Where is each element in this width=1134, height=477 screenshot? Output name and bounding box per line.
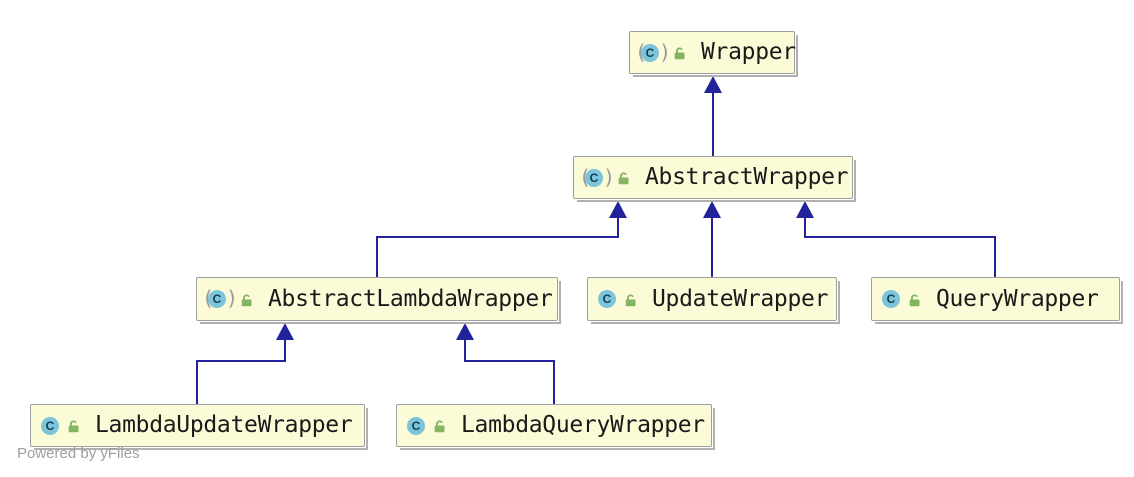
class-icon: ( C ): [36, 416, 59, 435]
class-icon: ( C ): [202, 286, 239, 310]
abstract-paren-left-icon: (: [202, 288, 214, 308]
class-icon: ( C ): [402, 416, 425, 435]
inheritance-arrowhead-icon: [703, 201, 721, 218]
class-name-label: AbstractWrapper: [645, 164, 849, 190]
class-icon: ( C ): [635, 39, 672, 64]
public-lock-icon: [616, 171, 631, 186]
abstract-paren-left-icon: (: [579, 167, 591, 187]
class-name-label: LambdaQueryWrapper: [461, 412, 705, 438]
inheritance-edge-LambdaUpdateWrapper-to-AbstractLambdaWrapper[interactable]: [196, 338, 286, 404]
yfiles-watermark: Powered by yFiles: [17, 445, 140, 462]
public-lock-icon: [239, 293, 254, 308]
inheritance-arrowhead-icon: [276, 323, 294, 340]
class-name-label: AbstractLambdaWrapper: [268, 285, 553, 312]
abstract-paren-right-icon: ): [226, 286, 239, 310]
class-node-Wrapper[interactable]: ( C ) Wrapper: [629, 31, 798, 77]
class-c-icon: C: [882, 290, 900, 308]
class-c-icon: C: [407, 416, 425, 435]
inheritance-edge-QueryWrapper-to-AbstractWrapper[interactable]: [804, 216, 996, 277]
class-node-UpdateWrapper[interactable]: ( C ) UpdateWrapper: [587, 277, 840, 324]
abstract-paren-right-icon: ): [603, 164, 616, 189]
class-c-icon: C: [598, 290, 616, 308]
class-name-label: UpdateWrapper: [652, 285, 829, 312]
class-icon: ( C ): [593, 290, 616, 308]
public-lock-icon: [623, 293, 638, 308]
inheritance-arrowhead-icon: [609, 201, 627, 218]
public-lock-icon: [432, 419, 447, 434]
class-node-QueryWrapper[interactable]: ( C ) QueryWrapper: [871, 277, 1123, 324]
class-name-label: Wrapper: [701, 39, 796, 65]
inheritance-arrowhead-icon: [456, 323, 474, 340]
abstract-paren-right-icon: ): [659, 39, 672, 64]
inheritance-edge-LambdaQueryWrapper-to-AbstractLambdaWrapper[interactable]: [464, 338, 555, 404]
class-node-AbstractWrapper[interactable]: ( C ) AbstractWrapper: [573, 156, 856, 202]
class-name-label: LambdaUpdateWrapper: [95, 412, 353, 438]
class-node-AbstractLambdaWrapper[interactable]: ( C ) AbstractLambdaWrapper: [196, 277, 561, 324]
class-name-label: QueryWrapper: [936, 285, 1099, 312]
inheritance-arrowhead-icon: [796, 201, 814, 218]
public-lock-icon: [672, 46, 687, 61]
class-c-icon: C: [208, 290, 226, 308]
class-node-LambdaQueryWrapper[interactable]: ( C ) LambdaQueryWrapper: [396, 404, 715, 450]
class-c-icon: C: [585, 168, 603, 187]
public-lock-icon: [66, 419, 81, 434]
class-icon: ( C ): [877, 290, 900, 308]
public-lock-icon: [907, 293, 922, 308]
class-c-icon: C: [41, 416, 59, 435]
abstract-paren-left-icon: (: [635, 42, 647, 62]
class-c-icon: C: [641, 43, 659, 62]
inheritance-arrowhead-icon: [704, 76, 722, 93]
inheritance-edge-AbstractLambdaWrapper-to-AbstractWrapper[interactable]: [376, 216, 619, 277]
class-icon: ( C ): [579, 164, 616, 189]
class-node-LambdaUpdateWrapper[interactable]: ( C ) LambdaUpdateWrapper: [30, 404, 368, 450]
